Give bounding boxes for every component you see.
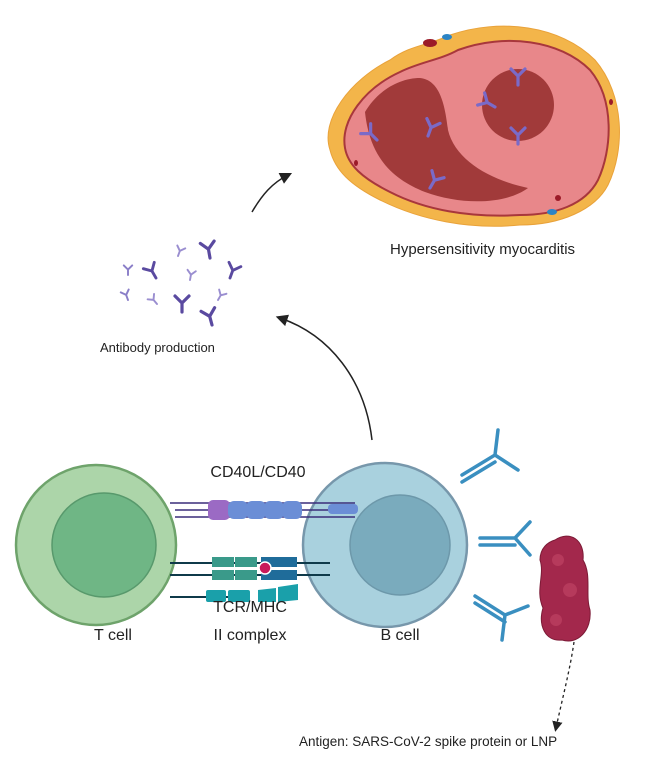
arrow-to-antibodies — [275, 314, 373, 441]
tcr-mhc-label-line2: II complex — [214, 627, 287, 644]
heart-cross-section — [327, 25, 620, 227]
heart-label: Hypersensitivity myocarditis — [390, 241, 575, 258]
tcr-mhc-complex — [170, 557, 330, 602]
spike-protein-blob — [539, 535, 591, 642]
cd40-label: CD40L/CD40 — [210, 464, 305, 481]
b-cell — [301, 461, 469, 629]
tcr-mhc-label-line1: TCR/MHC — [213, 599, 287, 616]
t-cell-label: T cell — [94, 627, 132, 644]
antibody-label: Antibody production — [100, 340, 215, 355]
cd40-complex — [170, 500, 358, 520]
antibody-icons-production — [119, 239, 243, 329]
b-cell-receptors — [460, 428, 532, 642]
arrow-to-heart — [251, 172, 293, 213]
antigen-label: Antigen: SARS-CoV-2 spike protein or LNP — [299, 734, 557, 749]
arrow-antigen — [552, 641, 575, 732]
t-cell — [14, 463, 178, 627]
b-cell-label: B cell — [380, 627, 419, 644]
